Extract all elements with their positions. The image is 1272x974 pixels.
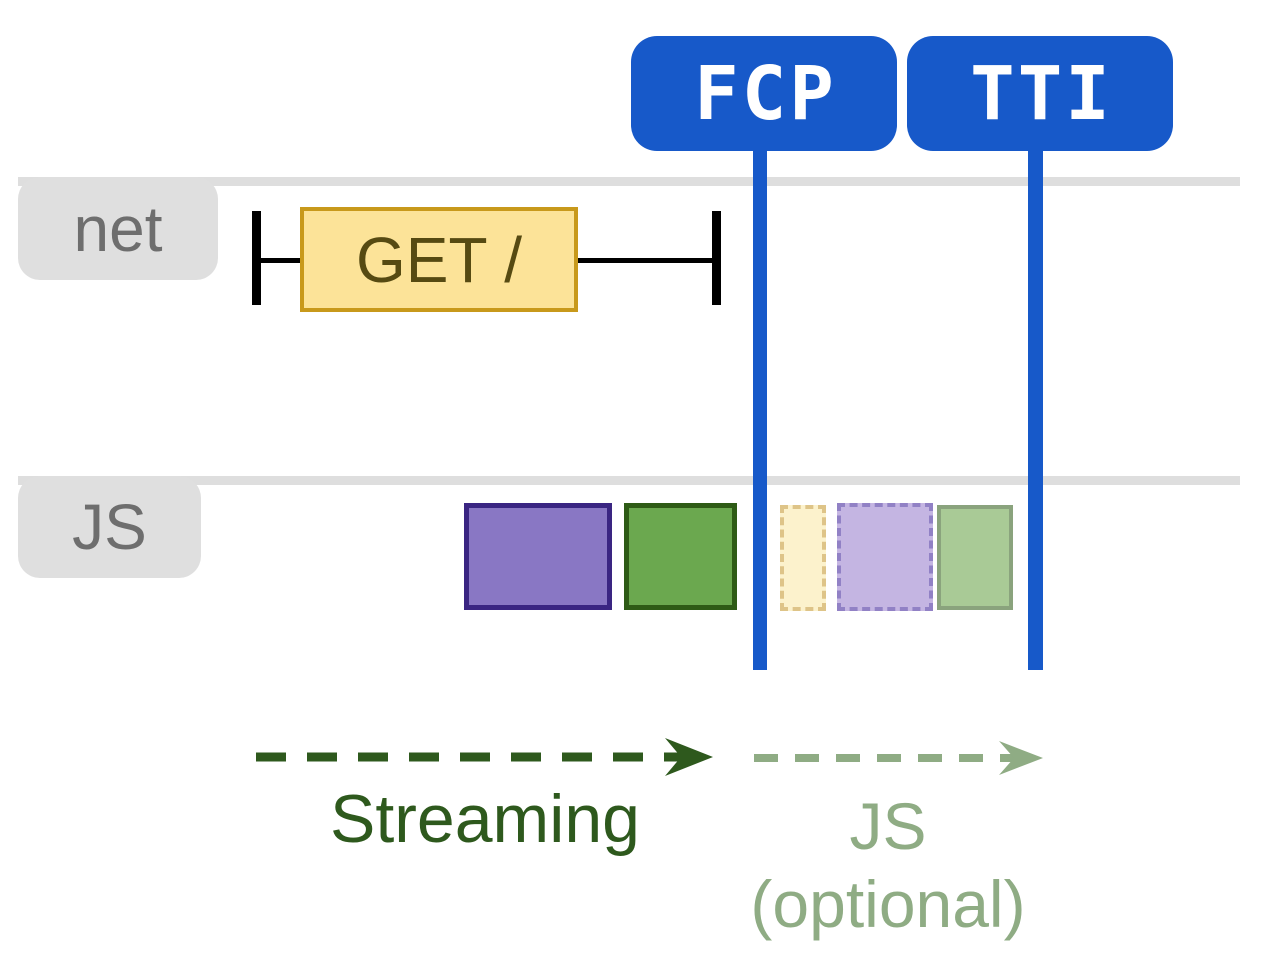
request-end-connector [578, 258, 713, 263]
js-row-label: JS [18, 476, 201, 578]
tti-badge: TTI [907, 36, 1173, 151]
net-row-label-text: net [73, 192, 163, 265]
fcp-badge: FCP [631, 36, 897, 151]
js-optional-label-line1: JS [849, 789, 927, 863]
tti-badge-label: TTI [970, 50, 1113, 137]
net-row-line [18, 177, 1240, 186]
network-request-box: GET / [300, 207, 578, 312]
tti-marker-line [1028, 148, 1043, 670]
js-optional-arrow-icon [754, 741, 1043, 775]
js-task-3 [780, 505, 826, 611]
streaming-label: Streaming [330, 781, 640, 857]
request-end-tick [712, 211, 721, 305]
js-task-1 [464, 503, 612, 610]
request-start-connector [252, 258, 300, 263]
js-task-2 [624, 503, 737, 610]
js-task-5 [937, 505, 1013, 610]
network-request-label: GET / [356, 223, 522, 296]
js-task-4 [837, 503, 933, 611]
fcp-badge-label: FCP [694, 50, 837, 137]
streaming-arrow-icon [256, 738, 713, 776]
js-row-label-text: JS [72, 491, 147, 563]
js-optional-label-line2: (optional) [750, 866, 1026, 941]
net-row-label: net [18, 177, 218, 280]
js-row-line [18, 476, 1240, 485]
js-optional-label: JS (optional) [738, 788, 1038, 944]
fcp-marker-line [753, 148, 767, 670]
